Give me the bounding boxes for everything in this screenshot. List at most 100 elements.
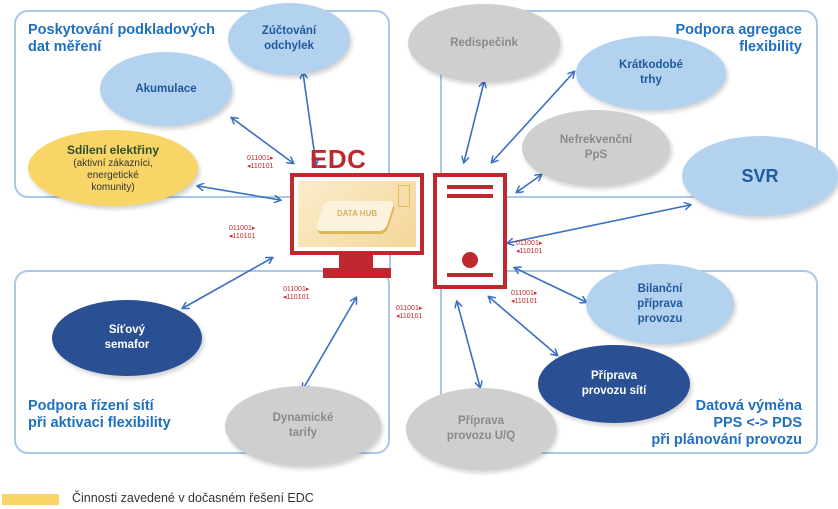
- binary-line-value: 110101: [286, 294, 310, 301]
- node-bilancni-priprava-provozu[interactable]: Bilanční příprava provozu: [586, 264, 734, 344]
- title-line: flexibility: [739, 39, 802, 55]
- node-label: provozu U/Q: [446, 430, 516, 442]
- node-zuctovani-odchylek[interactable]: Zúčtování odchylek: [228, 3, 350, 75]
- edc-title: EDC: [310, 144, 367, 174]
- arrow-sdileni: [198, 186, 280, 200]
- node-kratkodobe-trhy[interactable]: Krátkodobé trhy: [576, 36, 726, 110]
- monitor-icon: DATA HUB: [290, 173, 424, 255]
- binary-badge: 011001▸◂110101: [229, 225, 255, 241]
- binary-line: 011001▸: [396, 305, 423, 312]
- node-sdileni-elektriny[interactable]: Sdílení elektřiny (aktivní zákazníci, en…: [28, 130, 198, 206]
- title-line: PPS <-> PDS: [713, 415, 802, 431]
- arrow-dynamicke: [303, 298, 356, 389]
- node-priprava-provozu-uq[interactable]: Příprava provozu U/Q: [406, 388, 556, 470]
- binary-line: ◂110101: [516, 248, 543, 255]
- arrow-pripravauq: [457, 302, 480, 387]
- title-line: při plánování provozu: [651, 432, 802, 448]
- node-label: Bilanční: [637, 282, 683, 295]
- node-label: Zúčtování: [261, 25, 317, 37]
- node-label: PpS: [584, 149, 608, 161]
- legend-swatch: [2, 494, 59, 505]
- binary-badge: 011001▸◂110101: [516, 240, 542, 256]
- binary-line-value: 110101: [232, 233, 256, 240]
- node-redispecink[interactable]: Redispečink: [408, 4, 560, 82]
- binary-line-value: 110101: [399, 313, 423, 320]
- binary-line: ◂110101: [511, 298, 538, 305]
- node-label: tarify: [288, 427, 318, 439]
- node-label: Sdílení elektřiny: [66, 142, 160, 157]
- node-label: Akumulace: [135, 82, 197, 95]
- arrow-svr: [508, 205, 690, 243]
- node-label: Příprava: [457, 415, 505, 427]
- node-sitovy-semafor[interactable]: Síťový semafor: [52, 300, 202, 376]
- node-label: provozu: [637, 312, 683, 325]
- title-line: Poskytování podkladových: [28, 22, 215, 38]
- binary-line: 011001▸: [247, 155, 274, 162]
- node-label: Dynamické: [272, 412, 334, 424]
- node-sublabel: komunity): [91, 181, 135, 193]
- node-sublabel: (aktivní zákazníci,: [73, 157, 153, 169]
- node-label: provozu sítí: [581, 385, 647, 397]
- tower-slot: [447, 273, 493, 277]
- binary-line: ◂110101: [396, 313, 423, 320]
- monitor-base: [323, 268, 391, 278]
- binary-badge: 011001▸◂110101: [283, 286, 309, 302]
- binary-line: 011001▸: [511, 290, 538, 297]
- quadrant-title-bottom-left: Podpora řízení sítí při aktivaci flexibi…: [28, 398, 171, 432]
- arrow-sitovy: [183, 258, 272, 308]
- quadrant-title-bottom-right: Datová výměna PPS <-> PDS při plánování …: [651, 398, 802, 449]
- node-label: Příprava: [590, 370, 638, 382]
- title-line: dat měření: [28, 39, 102, 55]
- arrow-kratkodobe: [492, 72, 574, 162]
- node-label: odchylek: [264, 40, 314, 52]
- node-sublabel: energetické: [87, 169, 139, 181]
- node-label: Nefrekvenční: [559, 134, 633, 146]
- node-akumulace[interactable]: Akumulace: [100, 52, 232, 126]
- node-label: trhy: [640, 74, 662, 86]
- binary-line: 011001▸: [516, 240, 543, 247]
- title-line: Podpora řízení sítí: [28, 398, 154, 414]
- arrow-nefrekvencni: [517, 175, 541, 192]
- server-rack-icon: [398, 185, 410, 207]
- binary-badge: 011001▸◂110101: [247, 155, 273, 171]
- binary-badge: 011001▸◂110101: [511, 290, 537, 306]
- arrow-bilancni: [515, 268, 586, 302]
- server-tower-icon: [433, 173, 507, 289]
- node-priprava-provozu-siti[interactable]: Příprava provozu sítí: [538, 345, 690, 423]
- arrow-pripravasiti: [489, 297, 557, 355]
- binary-line: ◂110101: [247, 163, 274, 170]
- binary-line: ◂110101: [229, 233, 256, 240]
- quadrant-title-top-right: Podpora agregace flexibility: [675, 22, 802, 56]
- power-button-icon: [462, 252, 478, 268]
- node-svr[interactable]: SVR: [682, 136, 838, 216]
- binary-line-value: 110101: [250, 163, 274, 170]
- arrow-akumulace: [232, 118, 293, 163]
- title-line: Datová výměna: [695, 398, 802, 414]
- arrow-zuctovani: [303, 73, 316, 164]
- binary-line: ◂110101: [283, 294, 310, 301]
- node-label: Krátkodobé: [619, 59, 683, 71]
- binary-line-value: 110101: [514, 298, 538, 305]
- arrow-redispecink: [464, 82, 484, 162]
- binary-line: 011001▸: [229, 225, 256, 232]
- node-dynamicke-tarify[interactable]: Dynamické tarify: [225, 386, 381, 466]
- quadrant-top-right: [440, 10, 818, 198]
- data-hub-label: DATA HUB: [336, 209, 378, 218]
- node-label: semafor: [104, 339, 150, 351]
- monitor-neck: [339, 254, 373, 270]
- quadrant-title-top-left: Poskytování podkladových dat měření: [28, 22, 215, 56]
- title-line: při aktivaci flexibility: [28, 415, 171, 431]
- data-hub-screen: DATA HUB: [298, 181, 416, 247]
- binary-line: 011001▸: [283, 286, 310, 293]
- legend-label: Činnosti zavedené v dočasném řešení EDC: [72, 491, 314, 505]
- binary-line-value: 110101: [519, 248, 543, 255]
- node-label: příprava: [637, 297, 683, 310]
- node-label: Síťový: [108, 324, 146, 336]
- node-label: Redispečink: [450, 36, 518, 49]
- tower-slot: [447, 185, 493, 189]
- tower-slot: [447, 194, 493, 198]
- title-line: Podpora agregace: [675, 22, 802, 38]
- binary-badge: 011001▸◂110101: [396, 305, 422, 321]
